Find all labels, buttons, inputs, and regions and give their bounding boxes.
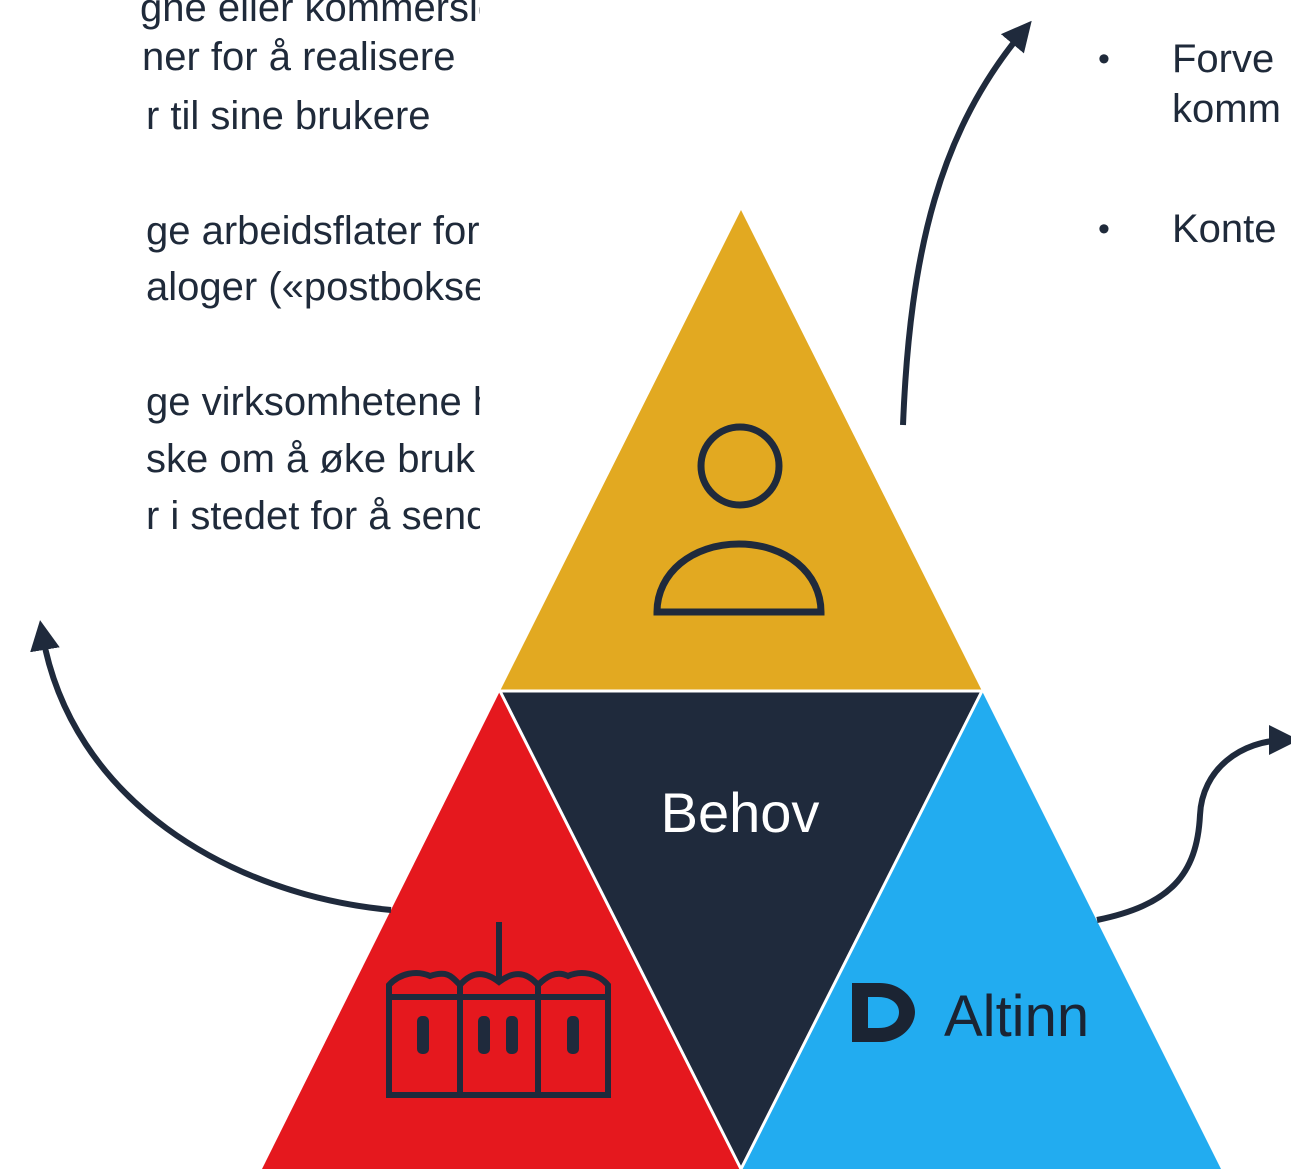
bullet-marker: •: [1098, 40, 1110, 78]
right-triangle: [741, 691, 1221, 1169]
person-icon: [653, 423, 825, 616]
center-triangle: [500, 691, 982, 1169]
altinn-label: Altinn: [944, 984, 1089, 1049]
left-text-line: ske om å øke bruk av: [146, 437, 480, 481]
bullet-text: Forve: [1172, 37, 1275, 81]
bullet-text: komm: [1172, 87, 1281, 131]
arrow-to-top-right: [900, 20, 1032, 426]
left-text-line: ge arbeidsflater for: [146, 209, 480, 253]
altinn-logo-icon: [852, 983, 915, 1042]
left-text-line: r i stedet for å sende: [146, 494, 480, 538]
bullet-text: Konte: [1172, 207, 1277, 251]
arrow-to-top-left: [30, 620, 392, 913]
bullet-marker: •: [1098, 210, 1110, 248]
right-text-block: • Forve komm • Konte: [1090, 20, 1291, 280]
building-windows: [417, 1016, 579, 1054]
building-icon: [386, 922, 611, 1098]
left-text-line: r til sine brukere: [146, 94, 431, 138]
left-text-line: ner for å realisere: [142, 35, 456, 79]
center-label: Behov: [661, 781, 820, 844]
left-text-block: gne eller kommersielle ner for å realise…: [0, 0, 480, 600]
triangle-separator: [498, 690, 984, 1169]
left-text-line: ge virksomhetene har: [146, 380, 480, 424]
left-text-line: aloger («postbokser»): [146, 265, 480, 309]
left-text-line: gne eller kommersielle: [140, 0, 480, 30]
arrow-to-right: [1096, 725, 1291, 923]
top-triangle: [500, 210, 982, 691]
